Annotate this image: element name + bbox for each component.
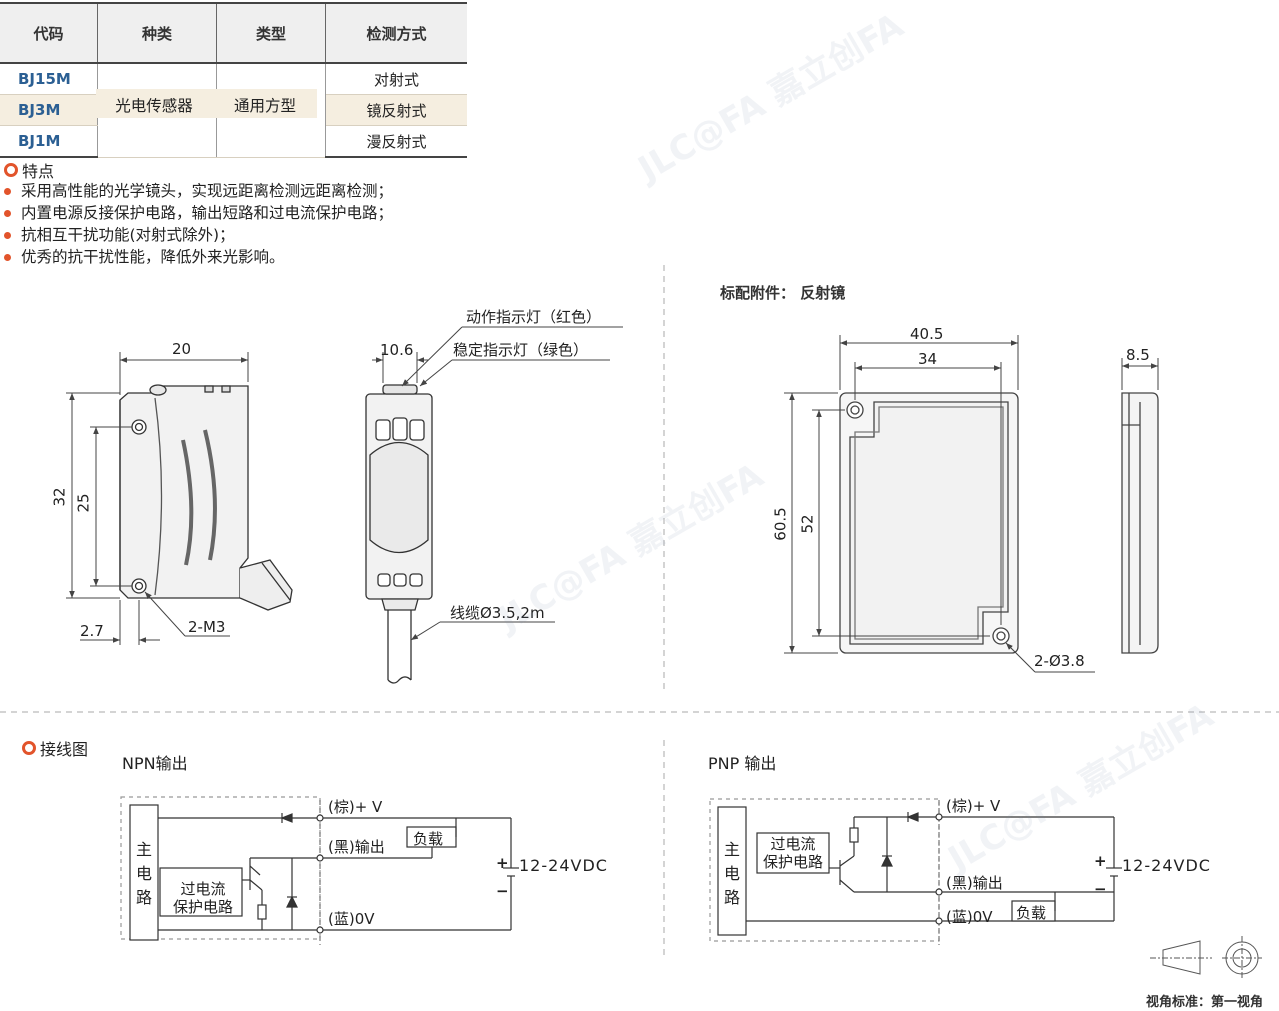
pnp-main-circuit: 主 电 路 xyxy=(724,840,741,907)
cable-label: 线缆Ø3.5,2m xyxy=(450,604,545,622)
pnp-black-label: (黑)输出 xyxy=(946,874,1003,892)
pnp-minus: − xyxy=(1094,880,1107,898)
dim-outer-width-label: 40.5 xyxy=(910,325,944,343)
side-dimensions xyxy=(372,326,623,641)
reflector-front-view xyxy=(839,392,1019,654)
spec-table: 代码 种类 类型 检测方式 BJ15M 对射式 BJ3M 镜反射式 BJ1M 漫… xyxy=(0,2,467,158)
hole-d38-label: 2-Ø3.8 xyxy=(1034,652,1085,670)
npn-load-label: 负载 xyxy=(413,830,444,848)
led-stable-label: 稳定指示灯（绿色） xyxy=(453,341,589,359)
npn-brown-label: (棕)+ V xyxy=(328,798,383,816)
dim-outer-height-label: 60.5 xyxy=(771,507,790,541)
cell-kind-text: 光电传感器 xyxy=(115,97,193,115)
cell-code: BJ1M xyxy=(0,125,98,158)
col-header-type: 类型 xyxy=(216,2,326,64)
npn-minus: − xyxy=(496,882,509,900)
dim-height-inner-label: 25 xyxy=(74,493,93,513)
list-item: 采用高性能的光学镜头，实现远距离检测远距离检测； xyxy=(4,180,393,202)
pnp-brown-label: (棕)+ V xyxy=(946,797,1001,815)
pnp-supply-label: 12-24VDC xyxy=(1122,856,1211,875)
col-header-method: 检测方式 xyxy=(325,2,467,64)
highlight-band xyxy=(96,89,317,118)
dim-thickness-label: 8.5 xyxy=(1126,346,1150,364)
pnp-protect-circuit: 过电流 保护电路 xyxy=(762,835,823,871)
col-header-kind: 种类 xyxy=(97,2,217,64)
table-row: BJ1M 漫反射式 xyxy=(0,125,467,158)
sensor-front-view xyxy=(119,384,293,611)
projection-label: 视角标准：第一视角 xyxy=(1146,995,1264,1010)
bullet-icon xyxy=(4,187,11,195)
dim-height-outer-label: 32 xyxy=(50,487,69,507)
sensor-side-view xyxy=(365,384,433,684)
npn-supply-label: 12-24VDC xyxy=(519,856,608,875)
npn-black-label: (黑)输出 xyxy=(328,838,385,856)
front-dimensions xyxy=(66,352,249,645)
cell-method: 漫反射式 xyxy=(325,125,467,158)
dim-width-label: 20 xyxy=(172,340,192,358)
npn-title: NPN输出 xyxy=(122,754,188,773)
cell-method: 对射式 xyxy=(325,63,467,95)
led-action-label: 动作指示灯（红色） xyxy=(466,308,602,326)
target-icon xyxy=(22,741,36,755)
pnp-load-label: 负载 xyxy=(1016,904,1047,922)
cell-code: BJ15M xyxy=(0,63,98,95)
reflector-title: 标配附件： 反射镜 xyxy=(720,284,846,302)
npn-protect-circuit: 过电流 保护电路 xyxy=(172,880,233,916)
first-angle-projection-icon xyxy=(1150,936,1262,980)
cell-type-text: 通用方型 xyxy=(233,97,296,115)
dim-inner-height-label: 52 xyxy=(798,514,817,534)
target-icon xyxy=(4,163,18,177)
dim-offset-label: 2.7 xyxy=(80,622,104,640)
hole-m3-label: 2-M3 xyxy=(188,618,226,636)
list-item: 内置电源反接保护电路，输出短路和过电流保护电路； xyxy=(4,202,393,224)
table-row: BJ3M 镜反射式 xyxy=(0,94,467,126)
npn-plus: + xyxy=(496,854,509,872)
npn-blue-label: (蓝)0V xyxy=(328,910,375,928)
pnp-blue-label: (蓝)0V xyxy=(946,908,993,926)
table-header-row: 代码 种类 类型 检测方式 xyxy=(0,2,467,64)
reflector-side-dimensions xyxy=(1121,358,1159,390)
bullet-icon xyxy=(4,231,11,239)
cell-code: BJ3M xyxy=(0,94,98,126)
bullet-icon xyxy=(4,253,11,261)
cell-method: 镜反射式 xyxy=(325,94,467,126)
npn-circuit xyxy=(120,796,519,945)
dim-inner-width-label: 34 xyxy=(918,350,938,368)
list-item: 优秀的抗干扰性能，降低外来光影响。 xyxy=(4,246,393,268)
bullet-icon xyxy=(4,209,11,217)
pnp-title: PNP 输出 xyxy=(708,754,777,773)
features-heading: 特点 xyxy=(4,158,54,182)
reflector-side-view xyxy=(1121,392,1159,654)
list-item: 抗相互干扰功能(对射式除外)； xyxy=(4,224,393,246)
reflector-dimensions xyxy=(784,335,1095,673)
side-width-label: 10.6 xyxy=(380,341,414,359)
features-title: 特点 xyxy=(22,162,55,181)
pnp-circuit xyxy=(709,798,1122,945)
col-header-code: 代码 xyxy=(0,2,98,64)
npn-main-circuit: 主 电 路 xyxy=(136,840,153,907)
wiring-heading: 接线图 xyxy=(22,736,88,760)
features-list: 采用高性能的光学镜头，实现远距离检测远距离检测； 内置电源反接保护电路，输出短路… xyxy=(4,180,393,268)
pnp-plus: + xyxy=(1094,852,1107,870)
